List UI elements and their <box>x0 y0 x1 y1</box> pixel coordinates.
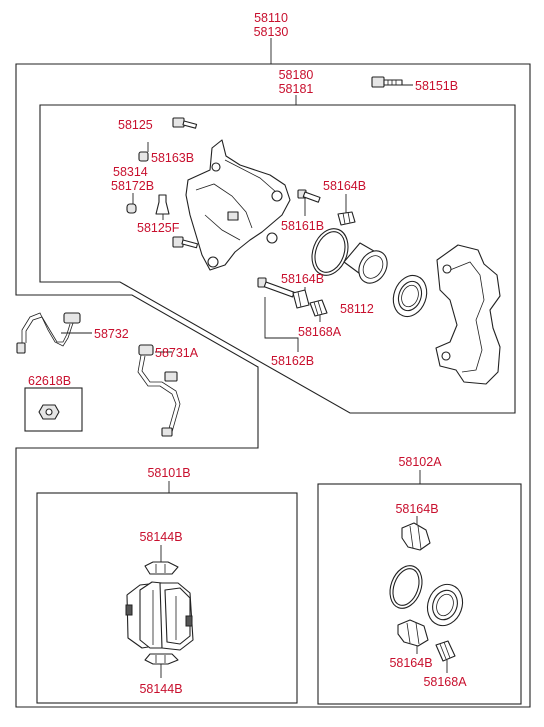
caliper-assembly-frame <box>39 104 516 414</box>
label-58168A-b: 58168A <box>423 675 467 689</box>
label-58164B-a: 58164B <box>323 179 366 193</box>
seal-kit-piston-seal <box>389 565 423 609</box>
label-carrier-1: 58180 <box>279 68 314 82</box>
label-58164B-b: 58164B <box>281 272 324 286</box>
label-58164B-c: 58164B <box>395 502 438 516</box>
seal-kit-dust-boot <box>426 583 464 627</box>
nut-58314 <box>138 151 149 162</box>
bolt-58125 <box>172 117 198 129</box>
seal-kit-sleeve <box>435 640 456 662</box>
sleeve <box>309 299 328 317</box>
label-58102A: 58102A <box>398 455 442 469</box>
nut-box-frame <box>24 387 83 432</box>
seal-kit-boot-lower <box>397 619 429 647</box>
caliper-body <box>185 139 291 271</box>
label-58144B-b: 58144B <box>139 682 182 696</box>
label-58731A: 58731A <box>155 346 199 360</box>
label-58125: 58125 <box>118 118 153 132</box>
seal-kit-boot-upper <box>401 522 431 551</box>
main-assembly-frame <box>15 63 531 708</box>
label-58161B: 58161B <box>281 219 324 233</box>
pad-clip-bottom <box>144 653 179 665</box>
label-58168A-a: 58168A <box>298 325 342 339</box>
label-carrier-2: 58181 <box>279 82 314 96</box>
cap-58172B <box>126 203 137 214</box>
bleeder-screw <box>155 194 170 215</box>
caliper-carrier-bracket <box>435 244 501 385</box>
clip-nut <box>38 404 60 420</box>
label-58101B: 58101B <box>147 466 190 480</box>
label-58172B: 58172B <box>111 179 154 193</box>
piston <box>343 242 388 284</box>
label-top-1: 58110 <box>254 11 288 25</box>
label-58162B: 58162B <box>271 354 314 368</box>
part-labels: 58110 58130 58180 58181 58151B 58125 581… <box>28 11 467 696</box>
label-58314: 58314 <box>113 165 148 179</box>
label-58112: 58112 <box>340 302 374 316</box>
label-58164B-d: 58164B <box>389 656 432 670</box>
diagram-frames <box>15 63 531 708</box>
label-62618B: 62618B <box>28 374 71 388</box>
boot-lower <box>292 289 310 309</box>
pad-clip-top <box>144 561 179 575</box>
piston-seal <box>311 228 349 276</box>
label-58125F: 58125F <box>137 221 180 235</box>
label-bolt-top: 58151B <box>415 79 458 93</box>
guide-bolt-top <box>371 76 403 88</box>
brake-pad-set <box>125 581 194 651</box>
bolt-lower <box>172 236 199 249</box>
label-top-2: 58130 <box>254 25 289 39</box>
brake-hose <box>16 312 81 354</box>
label-58163B: 58163B <box>151 151 194 165</box>
boot-upper <box>337 211 356 226</box>
brake-hose-front <box>137 344 181 437</box>
guide-pin <box>297 189 321 203</box>
dust-boot <box>392 274 428 318</box>
seal-kit-frame <box>317 483 522 705</box>
label-58732: 58732 <box>94 327 129 341</box>
pad-kit-frame <box>36 492 298 704</box>
label-58144B-a: 58144B <box>139 530 182 544</box>
